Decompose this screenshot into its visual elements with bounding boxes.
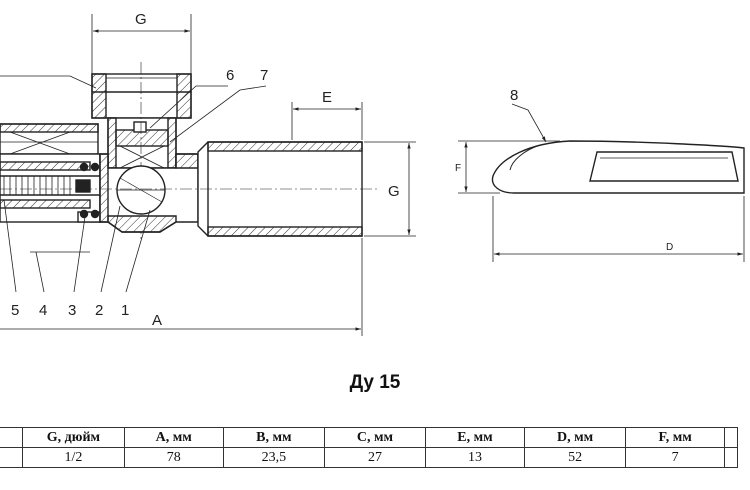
callout-3: 3 [68, 302, 76, 319]
callout-4: 4 [39, 302, 47, 319]
table-header-cell [724, 427, 738, 448]
callout-6: 6 [226, 67, 234, 84]
dimension-d-label: D [666, 242, 673, 253]
dimension-g-right-label: G [388, 183, 400, 200]
table-cell: 78 [123, 447, 224, 468]
table-cell [724, 447, 738, 468]
table-header-cell: C, мм [323, 427, 426, 448]
table-header-cell: G, дюйм [22, 427, 125, 448]
valve-technical-drawing: G E G A 6 7 5 4 3 2 1 F D 8 [0, 11, 745, 336]
dimension-e-label: E [322, 89, 332, 106]
table-cell: 23,5 [222, 447, 325, 468]
table-cell: 52 [524, 447, 627, 468]
callout-5: 5 [11, 302, 19, 319]
dimension-g-top-label: G [135, 11, 147, 28]
table-row: 1/2 78 23,5 27 13 52 7 [0, 447, 738, 468]
specification-table: G, дюйм A, мм B, мм C, мм E, мм D, мм F,… [0, 427, 738, 468]
table-header-cell: A, мм [123, 427, 224, 448]
table-header-cell: D, мм [524, 427, 627, 448]
table-cell: 27 [323, 447, 426, 468]
table-header-cell: B, мм [222, 427, 325, 448]
callout-8: 8 [510, 87, 518, 104]
size-title: Ду 15 [349, 372, 401, 393]
table-cell: 1/2 [22, 447, 125, 468]
dimension-f-label: F [455, 163, 461, 174]
table-cell: 13 [424, 447, 526, 468]
callout-2: 2 [95, 302, 103, 319]
valve-section-view [0, 14, 416, 336]
callout-7: 7 [260, 67, 268, 84]
dimension-a-label: A [152, 312, 162, 329]
table-cell [0, 447, 24, 468]
table-header-row: G, дюйм A, мм B, мм C, мм E, мм D, мм F,… [0, 427, 738, 448]
table-header-cell: F, мм [625, 427, 726, 448]
table-header-cell [0, 427, 24, 448]
table-header-cell: E, мм [424, 427, 526, 448]
handle-side-view [458, 103, 745, 262]
table-cell: 7 [625, 447, 726, 468]
callout-1: 1 [121, 302, 129, 319]
